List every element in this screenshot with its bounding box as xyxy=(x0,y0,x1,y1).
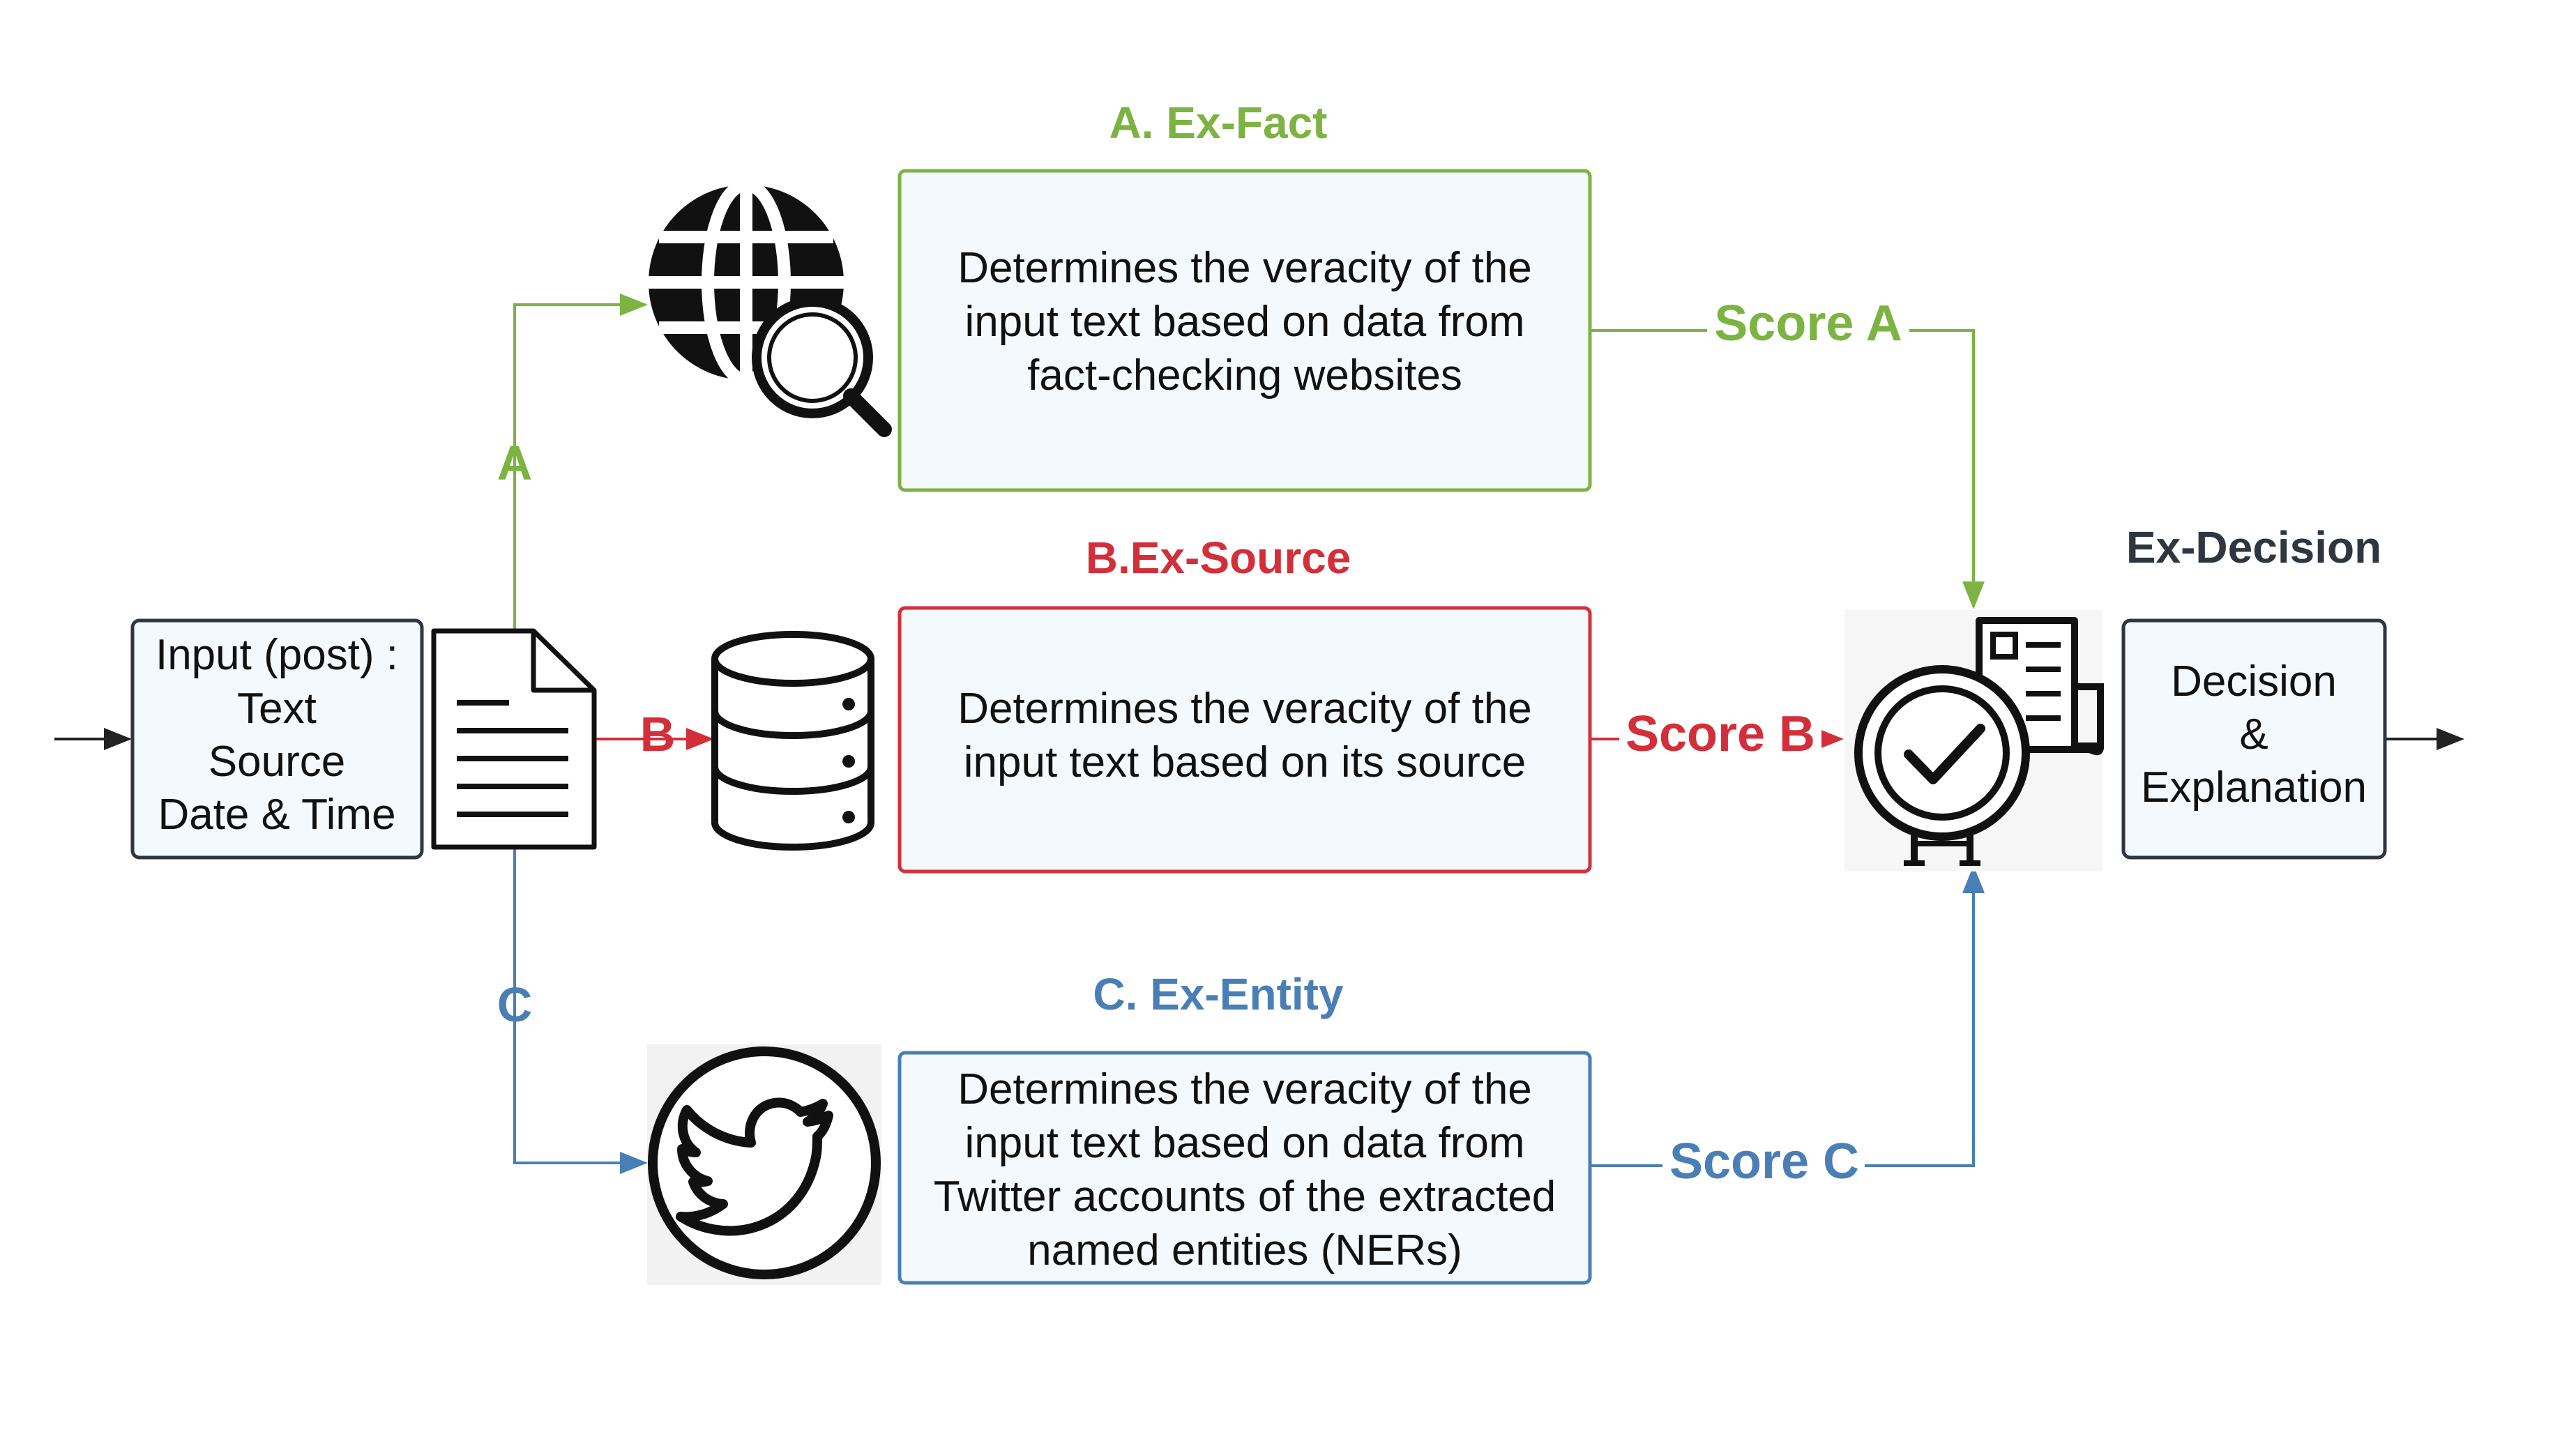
input-box xyxy=(130,618,424,860)
globe-search-icon xyxy=(649,178,892,437)
branch-c-desc-line-3: Twitter accounts of the extracted xyxy=(934,1173,1556,1221)
score-c-label: Score C xyxy=(1669,1134,1859,1189)
decision-box xyxy=(2121,618,2387,860)
branch-c-desc-line-1: Determines the veracity of the xyxy=(957,1065,1532,1113)
score-a-label: Score A xyxy=(1714,296,1902,351)
branch-c-box xyxy=(897,1051,1592,1285)
branch-c-connector xyxy=(513,847,648,1174)
score-b-label: Score B xyxy=(1626,706,1815,762)
score-c-connector xyxy=(1590,865,1985,1167)
input-line-2: Text xyxy=(237,685,317,733)
branch-a-desc-line-2: input text based on data from xyxy=(964,298,1524,346)
branch-a-desc-line-3: fact-checking websites xyxy=(1027,351,1462,399)
decision-line-2: & xyxy=(2239,710,2268,759)
branch-b-label: B xyxy=(640,707,676,761)
branch-a-title: A. Ex-Fact xyxy=(1109,98,1328,148)
twitter-bird-icon xyxy=(647,1044,881,1285)
verified-document-icon xyxy=(1844,610,2104,871)
branch-b-box xyxy=(897,606,1592,874)
input-line-4: Date & Time xyxy=(158,791,395,839)
branch-c-desc-line-4: named entities (NERs) xyxy=(1027,1226,1462,1274)
branch-a-connector xyxy=(513,294,648,631)
database-icon xyxy=(711,631,874,851)
branch-c-desc-line-2: input text based on data from xyxy=(964,1119,1524,1167)
document-icon xyxy=(431,628,597,850)
branch-b-desc-line-2: input text based on its source xyxy=(964,738,1526,786)
decision-line-3: Explanation xyxy=(2141,763,2367,812)
score-a-connector xyxy=(1590,329,1985,609)
input-line-3: Source xyxy=(209,738,345,786)
branch-b-desc-line-1: Determines the veracity of the xyxy=(957,685,1532,733)
branch-a-box xyxy=(897,169,1592,492)
decision-title: Ex-Decision xyxy=(2126,522,2381,572)
branch-a-label: A xyxy=(497,436,533,490)
input-line-1: Input (post) : xyxy=(156,631,398,679)
branch-b-title: B.Ex-Source xyxy=(1086,533,1351,583)
decision-line-1: Decision xyxy=(2171,657,2337,706)
branch-a-desc-line-1: Determines the veracity of the xyxy=(957,244,1532,292)
branch-c-title: C. Ex-Entity xyxy=(1093,969,1344,1019)
branch-c-label: C xyxy=(497,977,533,1032)
